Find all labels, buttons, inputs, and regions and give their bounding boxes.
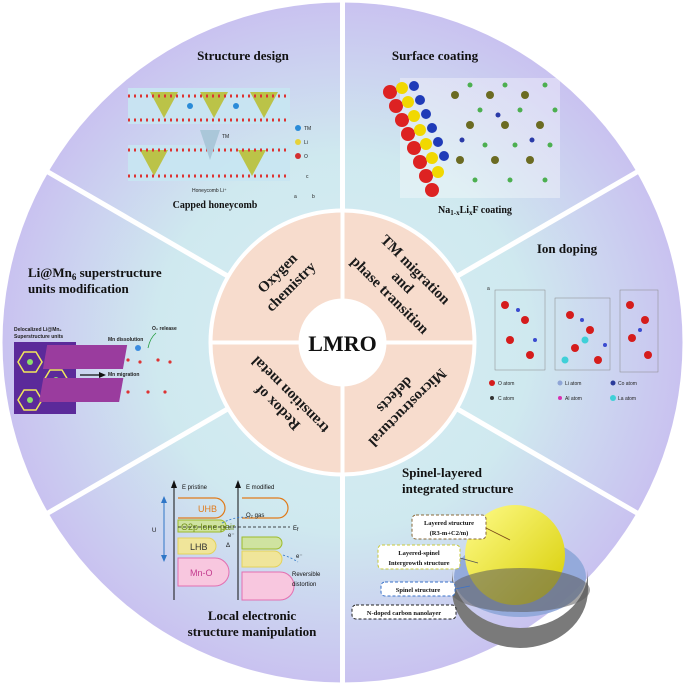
superstructure-title-2: units modification [28,281,130,296]
svg-text:U: U [152,528,156,534]
svg-text:a: a [294,194,297,200]
svg-text:La atom: La atom [618,396,636,402]
svg-text:b: b [312,194,315,200]
svg-text:Mn-O: Mn-O [190,568,213,578]
capped-honeycomb-figure: TM Honeycomb Li⁺ [128,88,290,194]
ion-doping-legend: O atom Li atom Co atom C atom Al atom La… [489,380,637,402]
svg-text:Al atom: Al atom [565,396,582,402]
svg-text:UHB: UHB [198,504,217,514]
svg-text:Honeycomb Li⁺: Honeycomb Li⁺ [192,188,227,194]
svg-text:e⁻: e⁻ [296,554,303,560]
band-diagram: E pristine E modified UHB O2p lone pair … [152,480,321,601]
svg-text:Intergrowth structure: Intergrowth structure [389,560,450,567]
svg-text:Mn dissolution: Mn dissolution [108,337,143,343]
svg-text:O₂ release: O₂ release [152,326,177,332]
svg-text:Spinel structure: Spinel structure [396,587,441,594]
center-circle [298,298,387,387]
svg-text:Layered structure: Layered structure [424,520,474,527]
spinel-layered-title-1: Spinel-layered [402,465,483,480]
svg-text:c: c [306,174,309,180]
capped-honeycomb-caption: Capped honeycomb [173,200,258,211]
svg-text:TM: TM [222,134,229,140]
spinel-layered-title-2: integrated structure [402,481,514,496]
superstructure-figure: Delocalized Li@Mn₆ Superstructure units … [14,326,177,414]
spinel-labels: Layered structure (R3-m+C2/m) Layered-sp… [351,514,511,620]
surface-coating-caption: Na1-xLixF coating [438,205,512,217]
local-electronic-title-2: structure manipulation [188,624,317,639]
svg-text:e⁻: e⁻ [228,533,235,539]
svg-text:Delocalized Li@Mn₆: Delocalized Li@Mn₆ [14,327,62,333]
surface-coating-figure [383,78,560,198]
svg-text:N-doped carbon nanolayer: N-doped carbon nanolayer [367,610,442,617]
svg-text:Co atom: Co atom [618,381,637,387]
svg-text:O: O [304,154,308,160]
surface-coating-title: Surface coating [392,48,479,63]
svg-text:(R3-m+C2/m): (R3-m+C2/m) [430,530,469,537]
ion-doping-figure: a [487,286,659,373]
structure-design-title: Structure design [197,48,290,63]
svg-text:O atom: O atom [498,381,514,387]
svg-text:Superstructure units: Superstructure units [14,334,63,340]
svg-text:C atom: C atom [498,396,514,402]
svg-text:Li atom: Li atom [565,381,581,387]
svg-text:Layered-spinel: Layered-spinel [398,550,440,557]
structure-legend: TM Li O c a b [294,125,315,200]
superstructure-title-1: Li@Mn6 superstructure [28,265,162,282]
svg-text:TM: TM [304,126,311,132]
svg-text:LHB: LHB [190,542,208,552]
svg-text:Δ: Δ [226,543,230,549]
svg-text:E pristine: E pristine [182,485,208,491]
svg-text:O₂ gas: O₂ gas [246,513,264,519]
svg-text:Reversible: Reversible [292,572,321,578]
local-electronic-title-1: Local electronic [208,608,296,623]
svg-text:a: a [487,286,490,292]
ion-doping-title: Ion doping [537,241,598,256]
svg-text:Ef: Ef [293,526,299,533]
svg-text:Mn migration: Mn migration [108,372,139,378]
svg-text:E modified: E modified [246,485,274,491]
center-label: LMRO [308,331,376,356]
svg-text:distortion: distortion [292,582,316,588]
svg-text:Li: Li [304,140,308,146]
